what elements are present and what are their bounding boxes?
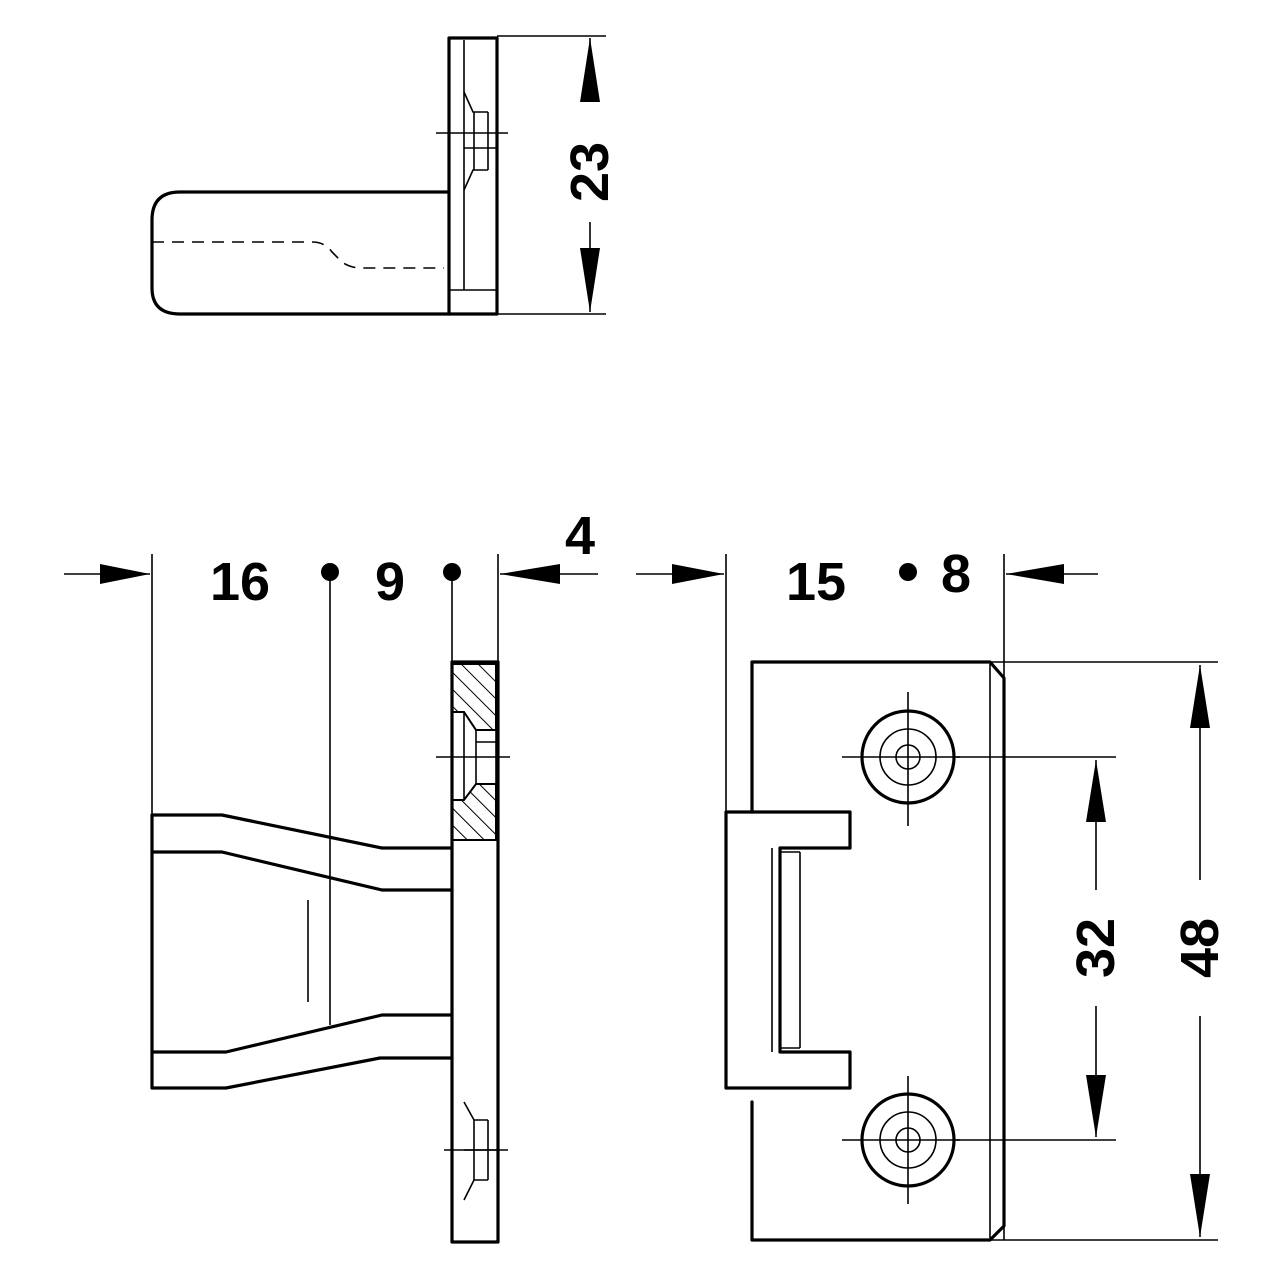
top-view-arm (150, 190, 451, 316)
dim-32-label: 32 (1066, 918, 1126, 978)
top-view-hidden-line (152, 241, 444, 269)
front-view-hole-top (842, 692, 960, 826)
top-view: 23 (150, 35, 620, 316)
dim-15-label: 15 (786, 552, 846, 612)
dim-48-label: 48 (1170, 918, 1230, 978)
dim-8-label: 8 (941, 544, 971, 604)
side-view-plate (450, 660, 500, 1244)
side-view-arm-outline (150, 813, 454, 1090)
side-view: 16 9 4 (64, 506, 598, 1244)
dim-23-label: 23 (560, 142, 620, 202)
dim-4-label: 4 (565, 506, 595, 566)
front-view-hole-bottom (842, 1076, 960, 1204)
dim-16-label: 16 (210, 552, 270, 612)
dim-9-label: 9 (375, 552, 405, 612)
front-view-plate (750, 660, 1006, 1242)
front-view-hook (724, 810, 852, 1090)
top-view-plate (447, 36, 499, 316)
front-view: 15 8 32 48 (636, 544, 1230, 1242)
